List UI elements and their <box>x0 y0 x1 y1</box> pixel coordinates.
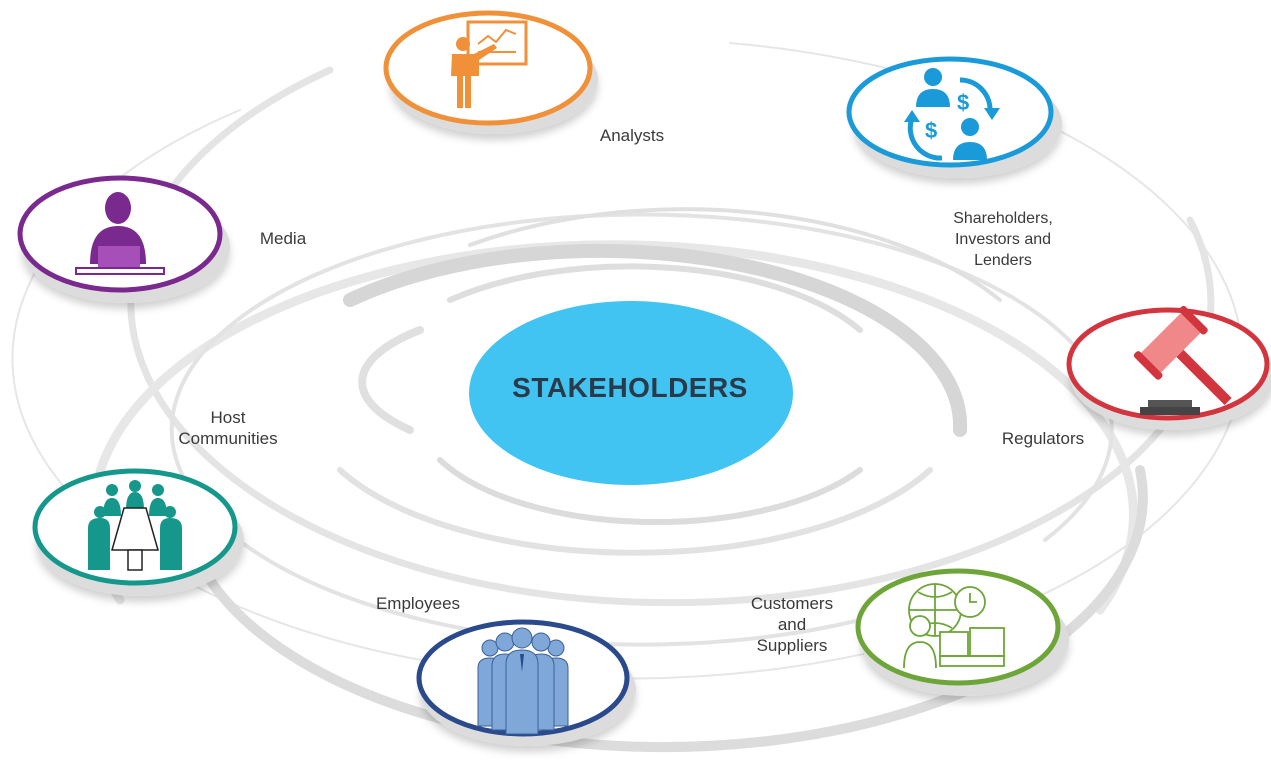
investors-exchange-icon: $ $ <box>904 68 1000 161</box>
orbit-ring <box>337 467 933 556</box>
node-shareholders[interactable]: $ $ <box>846 56 1062 178</box>
team-icon <box>477 627 569 735</box>
logistics-icon <box>903 583 1005 669</box>
node-employees[interactable] <box>416 619 636 746</box>
orbit-ring <box>11 42 1244 680</box>
node-analysts[interactable] <box>383 10 598 134</box>
label-analysts: Analysts <box>599 126 665 145</box>
label-line: Investors and <box>954 231 1052 248</box>
gavel-icon <box>1133 305 1232 415</box>
orbit-ring <box>447 263 863 333</box>
label-shareholders: Shareholders, Investors and Lenders <box>933 208 1073 271</box>
orbit-ring <box>437 457 863 526</box>
label-line: Communities <box>178 429 278 448</box>
news-anchor-icon <box>75 192 165 275</box>
meeting-table-icon <box>88 480 182 571</box>
orbit-ring <box>343 243 968 437</box>
orbit-ring <box>205 465 1148 753</box>
label-line: Shareholders, <box>953 210 1053 227</box>
label-line: Suppliers <box>756 636 828 655</box>
orbit-ring <box>358 326 424 434</box>
label-regulators: Regulators <box>1001 429 1085 448</box>
center-ellipse <box>469 301 793 485</box>
label-communities: Host Communities <box>168 407 288 449</box>
svg-text:$: $ <box>957 90 969 115</box>
label-line: and <box>777 615 807 634</box>
center-title: STAKEHOLDERS <box>512 372 748 403</box>
node-media[interactable] <box>17 175 230 303</box>
label-line: Customers <box>750 594 834 613</box>
node-communities[interactable] <box>32 468 244 596</box>
label-media: Media <box>259 229 307 248</box>
node-customers[interactable] <box>855 568 1069 696</box>
label-customers: Customers and Suppliers <box>732 593 852 656</box>
label-line: Host <box>210 408 246 427</box>
presenter-icon <box>451 20 528 108</box>
label-employees: Employees <box>375 594 461 613</box>
node-regulators[interactable] <box>1066 305 1271 430</box>
label-line: Lenders <box>974 252 1032 269</box>
svg-text:$: $ <box>925 118 937 143</box>
orbit-ring <box>468 207 1002 302</box>
